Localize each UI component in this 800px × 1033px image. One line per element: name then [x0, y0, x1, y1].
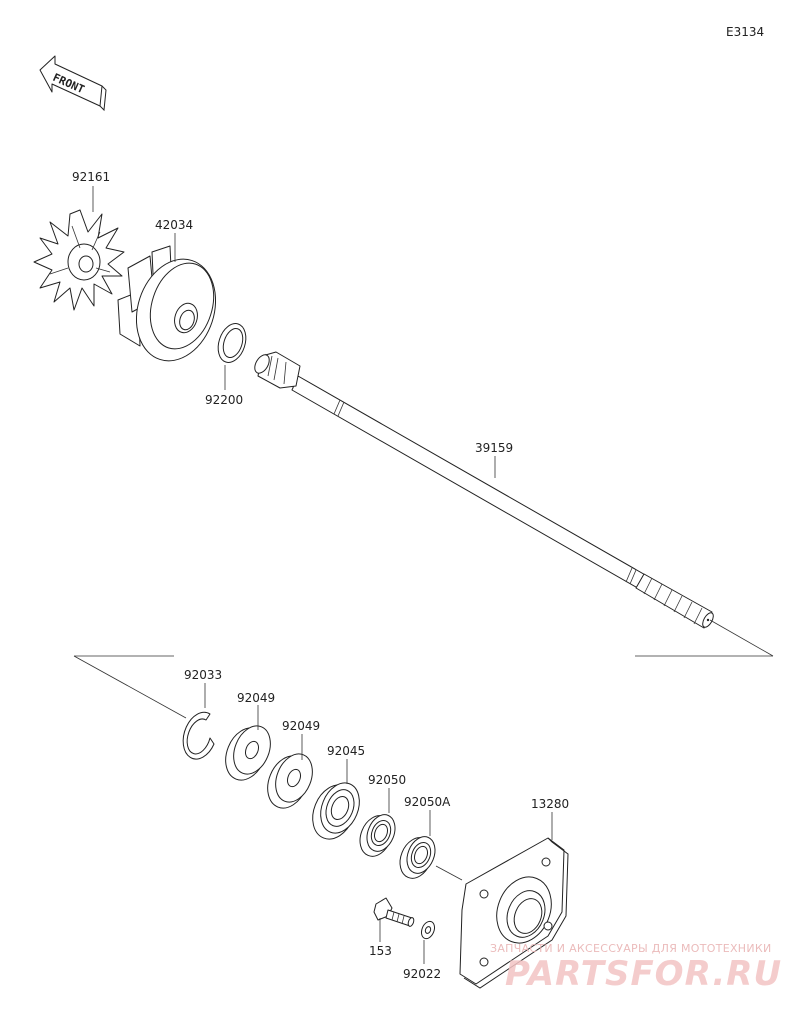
part-92050-oil-seal [359, 814, 396, 857]
part-label-92049-b: 92049 [282, 719, 320, 733]
part-label-92022: 92022 [403, 967, 441, 981]
part-13280-plate [459, 837, 569, 989]
part-153-bolt [373, 897, 415, 927]
part-92049-seal-1 [225, 725, 271, 781]
front-arrow-icon: FRONT [39, 55, 107, 112]
part-92033-circlip [182, 711, 215, 760]
part-label-42034: 42034 [155, 218, 193, 232]
part-92050A-oil-seal [399, 836, 436, 879]
part-39159-shaft [254, 351, 714, 629]
watermark-tagline: ЗАПЧАСТИ И АКСЕССУАРЫ ДЛЯ МОТОТЕХНИКИ [490, 942, 772, 955]
part-92200-ring [217, 323, 247, 363]
part-label-39159: 39159 [475, 441, 513, 455]
part-label-13280: 13280 [531, 797, 569, 811]
part-92049-seal-2 [267, 753, 313, 809]
part-92161-impeller [33, 209, 125, 311]
watermark-brand: PARTSFOR.RU [505, 954, 782, 994]
diagram-code: E3134 [726, 25, 764, 39]
part-label-153: 153 [369, 944, 392, 958]
part-label-92033: 92033 [184, 668, 222, 682]
part-label-92045: 92045 [327, 744, 365, 758]
part-92045-bearing [312, 782, 360, 840]
part-42034-housing [117, 245, 217, 362]
watermark-logo: ЗАПЧАСТИ И АКСЕССУАРЫ ДЛЯ МОТОТЕХНИКИ PA… [490, 942, 782, 994]
part-label-92050A: 92050A [404, 795, 451, 809]
part-label-92050: 92050 [368, 773, 406, 787]
part-label-92200: 92200 [205, 393, 243, 407]
part-label-92049-a: 92049 [237, 691, 275, 705]
part-92022-washer [420, 920, 436, 940]
part-label-92161: 92161 [72, 170, 110, 184]
